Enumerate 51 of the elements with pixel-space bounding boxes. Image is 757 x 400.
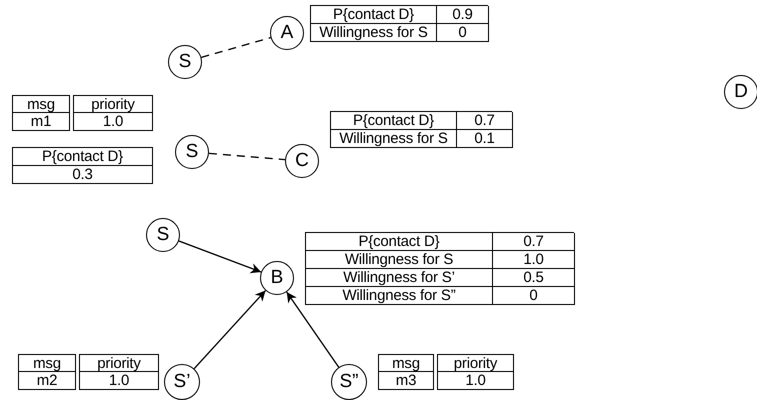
table-cell: 1.0 <box>493 251 575 269</box>
table-cell: 1.0 <box>73 112 153 132</box>
data-table <box>18 355 159 390</box>
table-cell: 1.0 <box>437 371 514 390</box>
data-table <box>305 232 574 305</box>
table-cell: P{contact D} <box>306 233 493 251</box>
table-cell: Willingness for S <box>311 24 437 42</box>
data-table <box>378 355 514 390</box>
node-circle: S <box>146 218 180 252</box>
table-cell: Willingness for S’ <box>306 269 493 287</box>
table-cell: P{contact D} <box>331 112 457 130</box>
table-cell: priority <box>79 354 159 373</box>
node-circle: D <box>724 75 757 109</box>
data-table <box>12 96 153 132</box>
table-cell: 0.3 <box>13 166 153 184</box>
table-cell: 0.9 <box>437 6 489 24</box>
table-cell: Willingness for S <box>331 130 457 148</box>
table-cell: 0.5 <box>493 269 575 287</box>
table-cell: 1.0 <box>79 371 159 390</box>
node-circle: S <box>168 45 202 79</box>
table-cell: priority <box>437 354 514 373</box>
node-circle: C <box>285 144 319 178</box>
node-circle: S <box>175 135 209 169</box>
table-cell: P{contact D} <box>13 148 153 166</box>
dashed-connector <box>201 37 271 58</box>
dashed-connector <box>208 152 286 160</box>
arrow <box>178 240 262 274</box>
table-cell: 0.7 <box>457 112 513 130</box>
arrow <box>286 292 340 368</box>
data-table <box>12 147 153 184</box>
node-circle: A <box>270 16 304 50</box>
table-cell: 0.1 <box>457 130 513 148</box>
table-cell: 0.7 <box>493 233 575 251</box>
node-circle: B <box>260 261 294 295</box>
table-cell: P{contact D} <box>311 6 437 24</box>
table-cell: msg <box>378 354 434 373</box>
table-cell: msg <box>12 94 70 114</box>
table-cell: m1 <box>12 112 70 132</box>
table-cell: 0 <box>437 24 489 42</box>
table-cell: m3 <box>378 371 434 390</box>
arrow <box>194 290 266 370</box>
node-circle: S” <box>331 364 367 400</box>
table-cell: priority <box>73 94 153 114</box>
data-table <box>310 5 488 42</box>
node-circle: S’ <box>164 364 200 400</box>
table-cell: Willingness for S <box>306 251 493 269</box>
table-cell: m2 <box>18 371 76 390</box>
table-cell: 0 <box>493 287 575 305</box>
table-cell: Willingness for S” <box>306 287 493 305</box>
table-cell: msg <box>18 354 76 373</box>
data-table <box>330 111 512 148</box>
